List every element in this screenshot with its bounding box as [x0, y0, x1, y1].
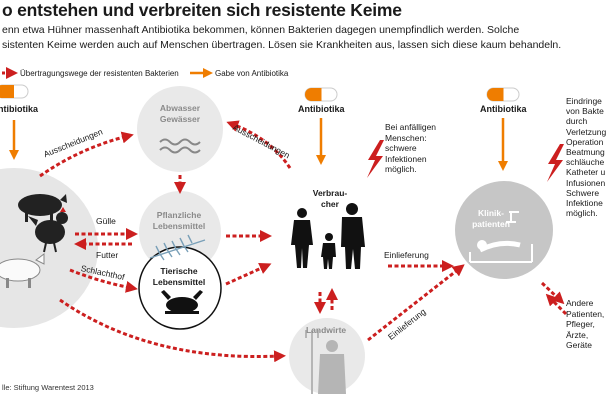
edge-tierische-verbraucher	[225, 262, 272, 286]
abwasser-label: Abwasser Gewässer	[159, 103, 201, 124]
edge-animals-abwasser	[39, 131, 134, 178]
note-eindringen: Eindringe von Bakte durch Verletzung Ope…	[566, 96, 606, 219]
hospital-bed-icon	[469, 211, 533, 263]
edge-animals-tierische	[69, 268, 138, 293]
pflanzliche-label: Pflanzliche Lebensmittel	[152, 210, 206, 231]
page-title: o entstehen und verbreiten sich resisten…	[2, 0, 402, 20]
tierische-node	[138, 246, 222, 330]
legend-transmission-label: Übertragungswege der resistenten Bakteri…	[20, 69, 179, 78]
water-waves-icon	[159, 138, 201, 154]
abwasser-node	[137, 86, 223, 172]
edge-verbraucher-abwasser	[226, 120, 292, 169]
source-credit: lle: Stiftung Warentest 2013	[2, 383, 94, 392]
verbraucher-label: Verbrau- cher	[312, 188, 348, 209]
note-anfaellige: Bei anfälligen Menschen: schwere Infekti…	[385, 122, 437, 174]
einlieferung-top-label: Einlieferung	[384, 250, 429, 260]
chicken-icon	[28, 207, 68, 253]
animals-group	[0, 168, 98, 328]
futter-label: Futter	[96, 250, 119, 260]
landwirte-label: Landwirte	[306, 325, 347, 335]
wheat-icon	[149, 234, 206, 261]
note-andere: Andere Patienten, Pfleger, Ärzte, Geräte	[566, 298, 605, 350]
edge-andere-klinik	[545, 293, 568, 316]
pig-icon	[18, 194, 67, 222]
antibiotika-left-label: ntibiotika	[0, 104, 38, 114]
family-silhouette-icon	[291, 203, 365, 269]
lightning-icon-right	[547, 144, 564, 182]
klinik-label: Klinik- patienten	[472, 208, 510, 229]
farmer-pitchfork-icon	[305, 330, 346, 394]
guelle-label: Gülle	[96, 216, 116, 226]
tierische-label: Tierische Lebensmittel	[152, 266, 206, 287]
antibiotika-right-label: Antibiotika	[480, 104, 527, 114]
klinik-node	[455, 181, 553, 279]
pill-icon-mid	[304, 87, 338, 102]
intro-line-1: enn etwa Hühner massenhaft Antibiotika b…	[2, 24, 520, 36]
roast-chicken-icon	[161, 290, 203, 314]
edge-landwirte-klinik	[367, 264, 465, 342]
pill-icon-left	[0, 84, 29, 99]
antibiotika-mid-label: Antibiotika	[298, 104, 345, 114]
cow-icon	[0, 253, 45, 288]
edge-animals-landwirte	[59, 298, 286, 363]
lightning-icon-mid	[367, 140, 384, 178]
intro-line-2: sistenten Keime werden auch auf Menschen…	[2, 39, 562, 51]
legend-antibiotic-label: Gabe von Antibiotika	[215, 69, 289, 78]
pill-icon-right	[486, 87, 520, 102]
